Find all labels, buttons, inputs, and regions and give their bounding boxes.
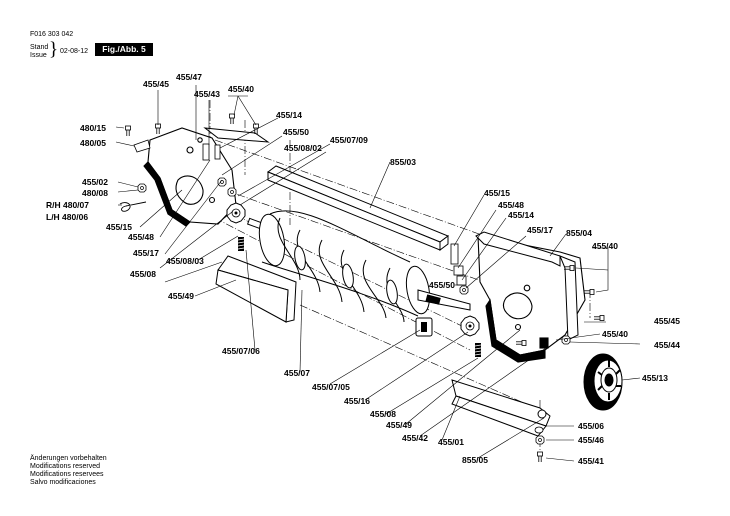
- label-455-14-right: 455/14: [508, 210, 534, 220]
- cutting-reel: [246, 210, 471, 337]
- label-455-08-bottom: 455/08: [370, 409, 396, 419]
- label-455-15-right: 455/15: [484, 188, 510, 198]
- figure-badge: Fig./Abb. 5: [95, 43, 153, 56]
- label-455-17-left: 455/17: [133, 248, 159, 258]
- label-455-07: 455/07: [284, 368, 310, 378]
- left-fasteners: [119, 123, 246, 252]
- front-roller: [451, 379, 551, 437]
- label-rh-480-07: R/H 480/07: [46, 200, 89, 210]
- rear-bar: [266, 165, 450, 251]
- issue-date: 02-08-12: [60, 48, 89, 55]
- leader-lines: [115, 85, 641, 462]
- label-455-14-top: 455/14: [276, 110, 302, 120]
- right-bracket: [475, 231, 579, 341]
- part-labels: 455/45 455/47 455/43 455/40 455/14 455/5…: [46, 72, 680, 466]
- label-455-15-left: 455/15: [106, 222, 132, 232]
- label-455-44: 455/44: [654, 340, 680, 350]
- label-455-42: 455/42: [402, 433, 428, 443]
- drawing-id: F016 303 042: [30, 31, 74, 38]
- label-455-40-top: 455/40: [228, 84, 254, 94]
- label-455-48-left: 455/48: [128, 232, 154, 242]
- label-455-45-right: 455/45: [654, 316, 680, 326]
- left-roller-bar: [215, 255, 297, 323]
- label-455-08-left: 455/08: [130, 269, 156, 279]
- label-455-50-mid: 455/50: [429, 280, 455, 290]
- drive-wheel: [583, 353, 623, 411]
- label-455-47: 455/47: [176, 72, 202, 82]
- label-455-01: 455/01: [438, 437, 464, 447]
- label-455-13: 455/13: [642, 373, 668, 383]
- issue-label: Issue: [30, 52, 47, 59]
- label-455-08-03: 455/08/03: [166, 256, 204, 266]
- label-855-05: 855/05: [462, 455, 488, 465]
- right-fasteners: [450, 243, 605, 358]
- label-455-02: 455/02: [82, 177, 108, 187]
- top-bracket: [203, 113, 270, 143]
- note-french: Modifications reservees: [30, 471, 104, 478]
- note-spanish: Salvo modificaciones: [30, 479, 96, 486]
- label-455-43: 455/43: [194, 89, 220, 99]
- note-english: Modifications reserved: [30, 463, 101, 470]
- label-455-48-right: 455/48: [498, 200, 524, 210]
- label-455-41: 455/41: [578, 456, 604, 466]
- stand-label: Stand: [30, 44, 49, 51]
- label-455-07-05: 455/07/05: [312, 382, 350, 392]
- label-455-16: 455/16: [344, 396, 370, 406]
- right-side-plate: [477, 235, 586, 363]
- label-855-03: 855/03: [390, 157, 416, 167]
- brace-symbol: }: [49, 39, 59, 60]
- label-455-49-bottom: 455/49: [386, 420, 412, 430]
- label-455-45: 455/45: [143, 79, 169, 89]
- label-455-07-09: 455/07/09: [330, 135, 368, 145]
- label-855-04: 855/04: [566, 228, 592, 238]
- label-455-40-low: 455/40: [602, 329, 628, 339]
- label-480-08: 480/08: [82, 188, 108, 198]
- label-455-06: 455/06: [578, 421, 604, 431]
- label-455-46: 455/46: [578, 435, 604, 445]
- label-455-17-right: 455/17: [527, 225, 553, 235]
- label-455-40-right: 455/40: [592, 241, 618, 251]
- label-455-07-06: 455/07/06: [222, 346, 260, 356]
- label-480-05: 480/05: [80, 138, 106, 148]
- label-455-50-top: 455/50: [283, 127, 309, 137]
- note-german: Änderungen vorbehalten: [30, 455, 107, 462]
- label-455-08-02: 455/08/02: [284, 143, 322, 153]
- label-lh-480-06: L/H 480/06: [46, 212, 88, 222]
- bottom-fasteners: [534, 426, 545, 463]
- label-480-15: 480/15: [80, 123, 106, 133]
- left-side-plate: [143, 127, 237, 227]
- label-455-49-left: 455/49: [168, 291, 194, 301]
